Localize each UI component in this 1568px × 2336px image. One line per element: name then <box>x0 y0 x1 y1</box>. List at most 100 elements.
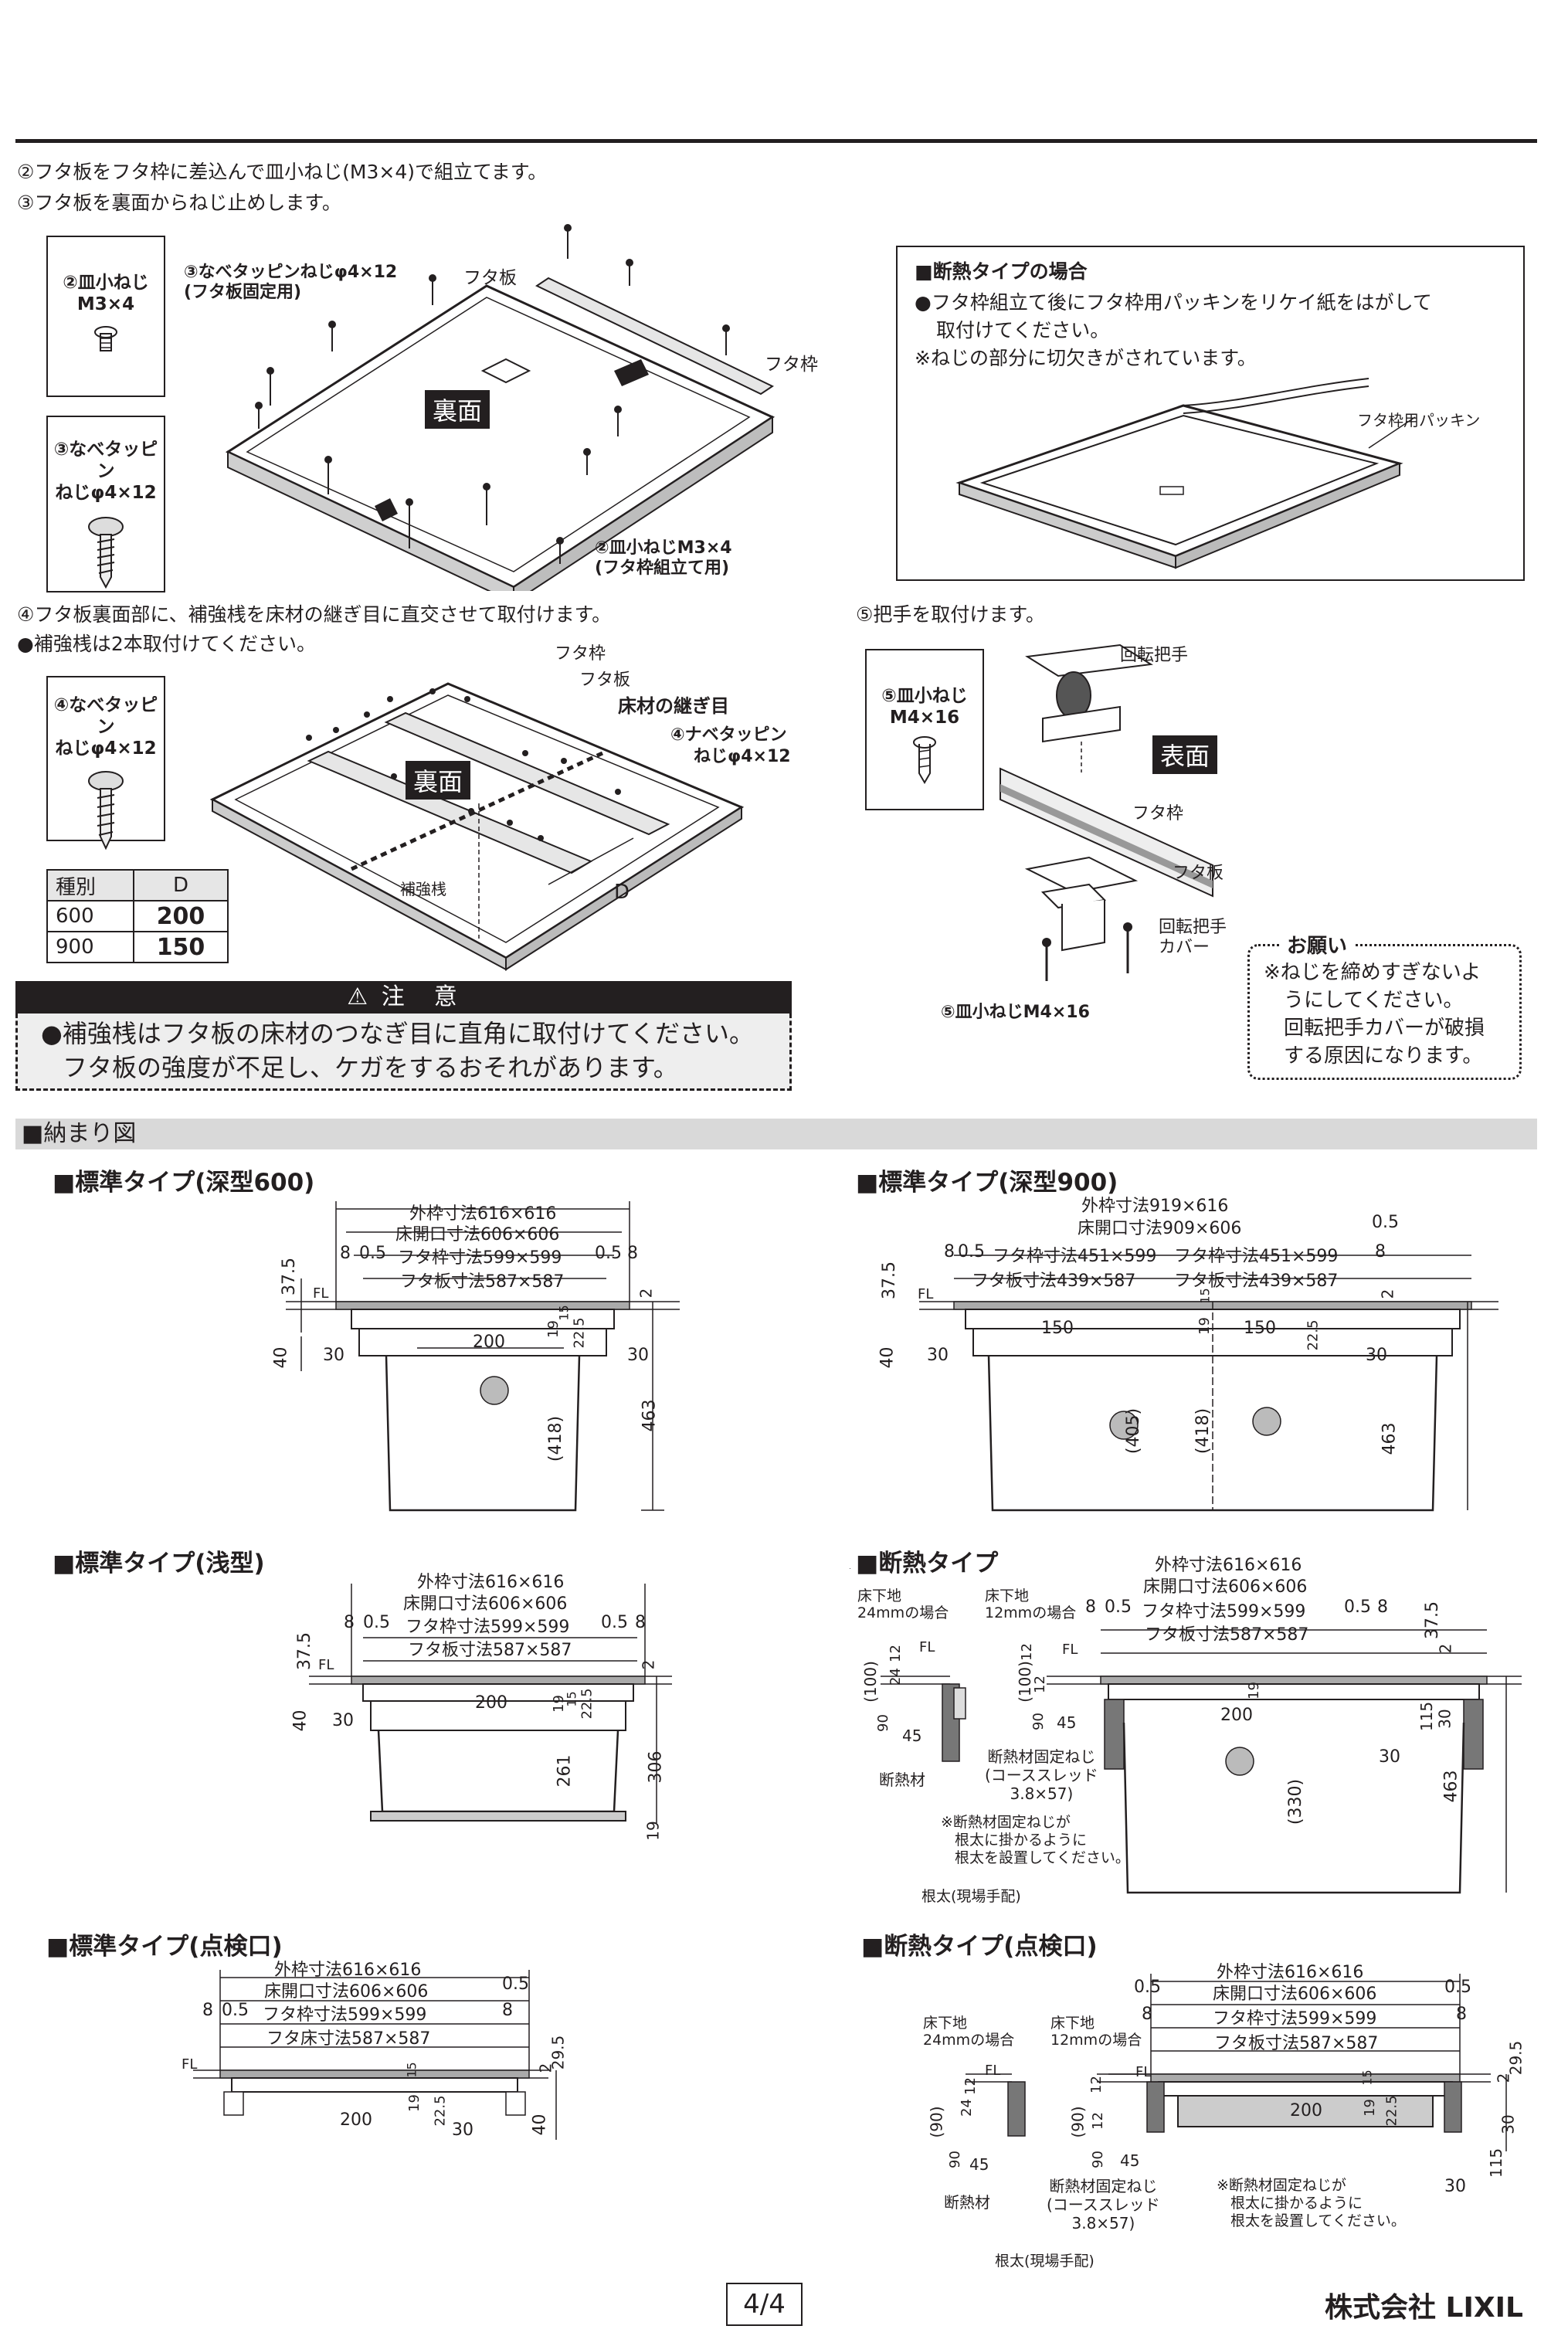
dim-200-deep600: 200 <box>473 1333 505 1352</box>
dim-418-deep900: (418) <box>1193 1407 1213 1455</box>
dim-05-shallow: 0.5 <box>363 1613 390 1632</box>
dim-30-shallow: 30 <box>332 1711 354 1730</box>
dim-30-inspect: 30 <box>452 2120 473 2140</box>
label-insulation-screw-inspect-c: 3.8×57) <box>1071 2214 1135 2232</box>
label-floor-12-insul-inspect: 床下地 12mmの場合 <box>1050 2015 1142 2049</box>
dim-15-deep600: 15 <box>556 1305 572 1321</box>
label-fl-deep600: FL <box>313 1285 329 1302</box>
dim-05-deep900: 0.5 <box>958 1242 985 1261</box>
note-insulation-screw-a: ※断熱材固定ねじが <box>941 1814 1071 1831</box>
label-fl-inspect: FL <box>182 2056 198 2073</box>
label-frame-fig4: フタ枠 <box>555 644 606 664</box>
note-insulation-screw-inspect: ※断熱材固定ねじが 根太に掛かるように 根太を設置してください。 <box>1217 2177 1406 2230</box>
callout-screw3-name: ③なべタッピンねじφ4×12 <box>184 263 398 282</box>
dim-8-deep600: 8 <box>340 1244 351 1263</box>
dim-261-shallow: 261 <box>555 1754 575 1788</box>
label-back-side-fig4: 裏面 <box>406 761 471 800</box>
label-back-side: 裏面 <box>425 390 490 429</box>
label-joist: 根太(現場手配) <box>921 1888 1021 1905</box>
label-floor-24-insul: 床下地 24mmの場合 <box>857 1587 949 1621</box>
dim-225-inspect: 22.5 <box>432 2095 449 2127</box>
dim-375-insul: 37.5 <box>1422 1601 1442 1639</box>
title-shallow: ■標準タイプ(浅型) <box>53 1550 265 1577</box>
note-insulation-screw-inspect-b: 根太に掛かるように <box>1230 2195 1363 2212</box>
dim-2-insul: 2 <box>1436 1643 1455 1654</box>
dim-19-deep600: 19 <box>545 1320 562 1338</box>
spec-cell: 600 <box>46 900 134 932</box>
caution-line1: ●補強桟はフタ板の床材のつなぎ目に直角に取付けてください。 <box>41 1019 754 1048</box>
request-line2: うにしてください。 <box>1284 989 1464 1012</box>
dim-15-deep900: 15 <box>1197 1288 1213 1304</box>
label-floor-12-insul: 床下地 12mmの場合 <box>985 1587 1076 1621</box>
dim-30b-insul: 30 <box>1379 1747 1400 1767</box>
label-insulation-screw-a: 断熱材固定ねじ <box>987 1747 1096 1766</box>
request-line3: 回転把手カバーが破損 <box>1284 1017 1485 1040</box>
label-floor-24-insul-a: 床下地 <box>857 1587 902 1604</box>
dim-lid-shallow: フタ板寸法587×587 <box>408 1641 572 1660</box>
dim-05t-inspect: 0.5 <box>502 1974 529 1994</box>
caution-line2: フタ板の強度が不足し、ケガをするおそれがあります。 <box>63 1053 678 1082</box>
dim-opening-shallow: 床開口寸法606×606 <box>403 1594 568 1614</box>
packing-label: フタ枠用パッキン <box>1357 411 1481 430</box>
dim-8-deep900: 8 <box>944 1242 955 1261</box>
dim-330-insul: (330) <box>1286 1778 1306 1825</box>
label-floor-seam: 床材の継ぎ目 <box>618 695 729 717</box>
dim-outer-inspect: 外枠寸法616×616 <box>274 1961 422 1980</box>
title-insulated-inspection: ■断熱タイプ(点検口) <box>861 1933 1098 1961</box>
part-screw4-size: ねじφ4×12 <box>55 738 157 759</box>
label-insulation-screw-b: (コーススレッド <box>985 1766 1098 1784</box>
label-floor-24-insul-inspect: 床下地 24mmの場合 <box>923 2015 1014 2049</box>
label-fl-insul-a: FL <box>919 1639 935 1655</box>
dim-8b-deep900: 8 <box>1375 1242 1386 1261</box>
top-rule <box>15 139 1537 143</box>
dim-outer-insul-inspect: 外枠寸法616×616 <box>1217 1963 1364 1982</box>
spec-cell: 150 <box>133 931 229 963</box>
part-box-screw2: ②皿小ねじ M3×4 <box>46 236 165 397</box>
label-insulation-material: 断熱材 <box>879 1771 925 1789</box>
dim-45-insul-b: 45 <box>1057 1713 1077 1732</box>
request-line4: する原因になります。 <box>1284 1044 1483 1068</box>
dim-opening-inspect: 床開口寸法606×606 <box>264 1982 429 2002</box>
dim-12b-insul-inspect-b: 12 <box>1089 2112 1106 2130</box>
dim-05b-deep600: 0.5 <box>595 1244 622 1263</box>
section-drawing-insulated <box>850 1568 1522 1894</box>
title-insulated: ■断熱タイプ <box>856 1550 999 1577</box>
part-screw3-name: ③なべタッピン <box>53 440 158 481</box>
dim-19-insul-inspect: 19 <box>1361 2099 1378 2117</box>
frame-packing-diagram <box>955 378 1416 569</box>
dim-frame-inspect: フタ枠寸法599×599 <box>263 2005 427 2025</box>
part-screw4-name: ④なべタッピン <box>53 695 158 737</box>
dim-30a-deep900: 30 <box>927 1346 949 1365</box>
dim-05b-insul: 0.5 <box>1344 1598 1371 1617</box>
dim-8-shallow: 8 <box>344 1613 355 1632</box>
insulation-line2: 取付けてください。 <box>936 319 1110 341</box>
dim-225-deep900: 22.5 <box>1305 1319 1322 1351</box>
dim-90b-insul-inspect-b: 90 <box>1089 2151 1106 2168</box>
dim-463-deep600: 463 <box>640 1399 660 1432</box>
part-screw5-name: ⑤皿小ねじ <box>881 686 968 706</box>
dim-90-insul-inspect-b: (90) <box>1068 2106 1088 2138</box>
dim-40-inspect: 40 <box>530 2114 550 2136</box>
dim-15-shallow: 15 <box>564 1691 579 1707</box>
spec-cell: 200 <box>133 900 229 932</box>
label-handle-cover-b: カバー <box>1159 938 1210 957</box>
dim-frame-deep600: フタ枠寸法599×599 <box>398 1248 562 1268</box>
label-insulation-screw: 断熱材固定ねじ (コーススレッド 3.8×57) <box>985 1747 1098 1803</box>
request-note: お願い ※ねじを締めすぎないよ うにしてください。 回転把手カバーが破損 する原… <box>1247 932 1522 1080</box>
label-insulation-screw-c: 3.8×57) <box>1010 1784 1074 1803</box>
dim-2-shallow: 2 <box>639 1659 658 1670</box>
dim-19-deep900: 19 <box>1196 1317 1213 1335</box>
label-floor-12-insul-a: 床下地 <box>985 1587 1030 1604</box>
callout-screw3: ③なべタッピンねじφ4×12 (フタ板固定用) <box>184 263 397 303</box>
flat-screw-icon <box>94 326 117 351</box>
dim-outer-shallow: 外枠寸法616×616 <box>417 1573 565 1592</box>
title-inspection: ■標準タイプ(点検口) <box>46 1933 283 1961</box>
dim-200-inspect: 200 <box>340 2110 372 2130</box>
dim-40-shallow: 40 <box>290 1710 311 1732</box>
dim-19-inspect: 19 <box>406 2094 423 2112</box>
part-box-screw3: ③なべタッピン ねじφ4×12 <box>46 416 165 592</box>
label-fl-insul-inspect-a: FL <box>985 2063 1001 2079</box>
dim-405-deep900: (405) <box>1124 1407 1144 1455</box>
dim-05-insul: 0.5 <box>1105 1598 1132 1617</box>
dim-150b-deep900: 150 <box>1244 1319 1276 1338</box>
